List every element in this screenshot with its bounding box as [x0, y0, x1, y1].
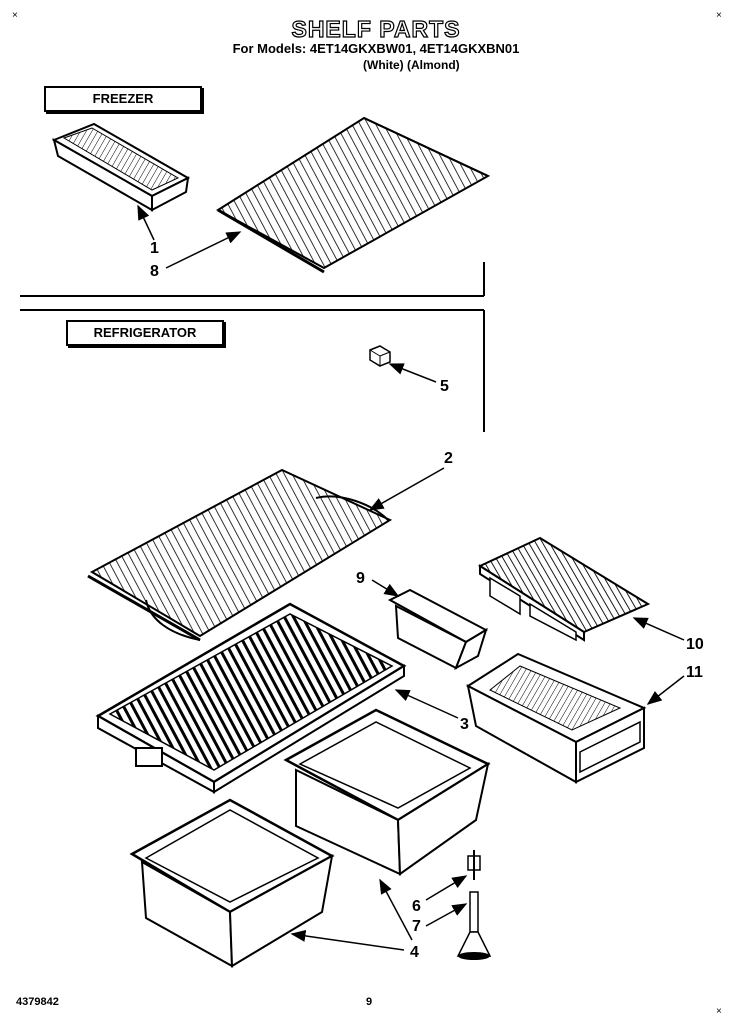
- callout-leaders: [137, 204, 685, 951]
- callout-7: 7: [412, 918, 421, 935]
- crisper-cover-shelf: [477, 536, 651, 642]
- finishes-line: (White) (Almond): [363, 58, 460, 72]
- callout-2: 2: [444, 450, 453, 467]
- freezer-wire-shelf: [216, 116, 491, 274]
- humidity-control-knob: [467, 850, 481, 880]
- meat-drawer: [466, 652, 647, 784]
- callout-5: 5: [440, 378, 449, 395]
- callout-3: 3: [460, 716, 469, 733]
- crisper-pan-upper: [283, 708, 491, 876]
- callout-8: 8: [150, 263, 159, 280]
- corner-mark-tr: ×: [716, 10, 722, 21]
- callout-9: 9: [356, 570, 365, 587]
- callout-11: 11: [686, 664, 703, 681]
- corner-mark-br: ×: [716, 1006, 722, 1017]
- crisper-divider-rod: [456, 891, 492, 960]
- refrigerator-label: REFRIGERATOR: [66, 320, 224, 346]
- crisper-pan-lower: [129, 798, 335, 968]
- page-number: 9: [366, 996, 373, 1008]
- callout-10: 10: [686, 636, 704, 653]
- small-door-bin: [387, 588, 489, 671]
- refrigerator-wire-shelf: [87, 468, 393, 642]
- callout-6: 6: [412, 898, 421, 915]
- part-number: 4379842: [16, 996, 59, 1008]
- models-line: For Models: 4ET14GKXBW01, 4ET14GKXBN01: [232, 41, 520, 56]
- ice-cube-tray: [51, 122, 191, 212]
- callout-1: 1: [150, 240, 159, 257]
- glass-shelf-frame: [95, 602, 407, 794]
- corner-mark-tl: ×: [12, 10, 18, 21]
- callout-4: 4: [410, 944, 419, 961]
- shelf-stop-clip: [369, 345, 391, 367]
- freezer-divider: [20, 262, 485, 297]
- refrigerator-divider: [20, 309, 485, 432]
- freezer-label: FREEZER: [44, 86, 202, 112]
- page-title: SHELF PARTS: [291, 15, 461, 42]
